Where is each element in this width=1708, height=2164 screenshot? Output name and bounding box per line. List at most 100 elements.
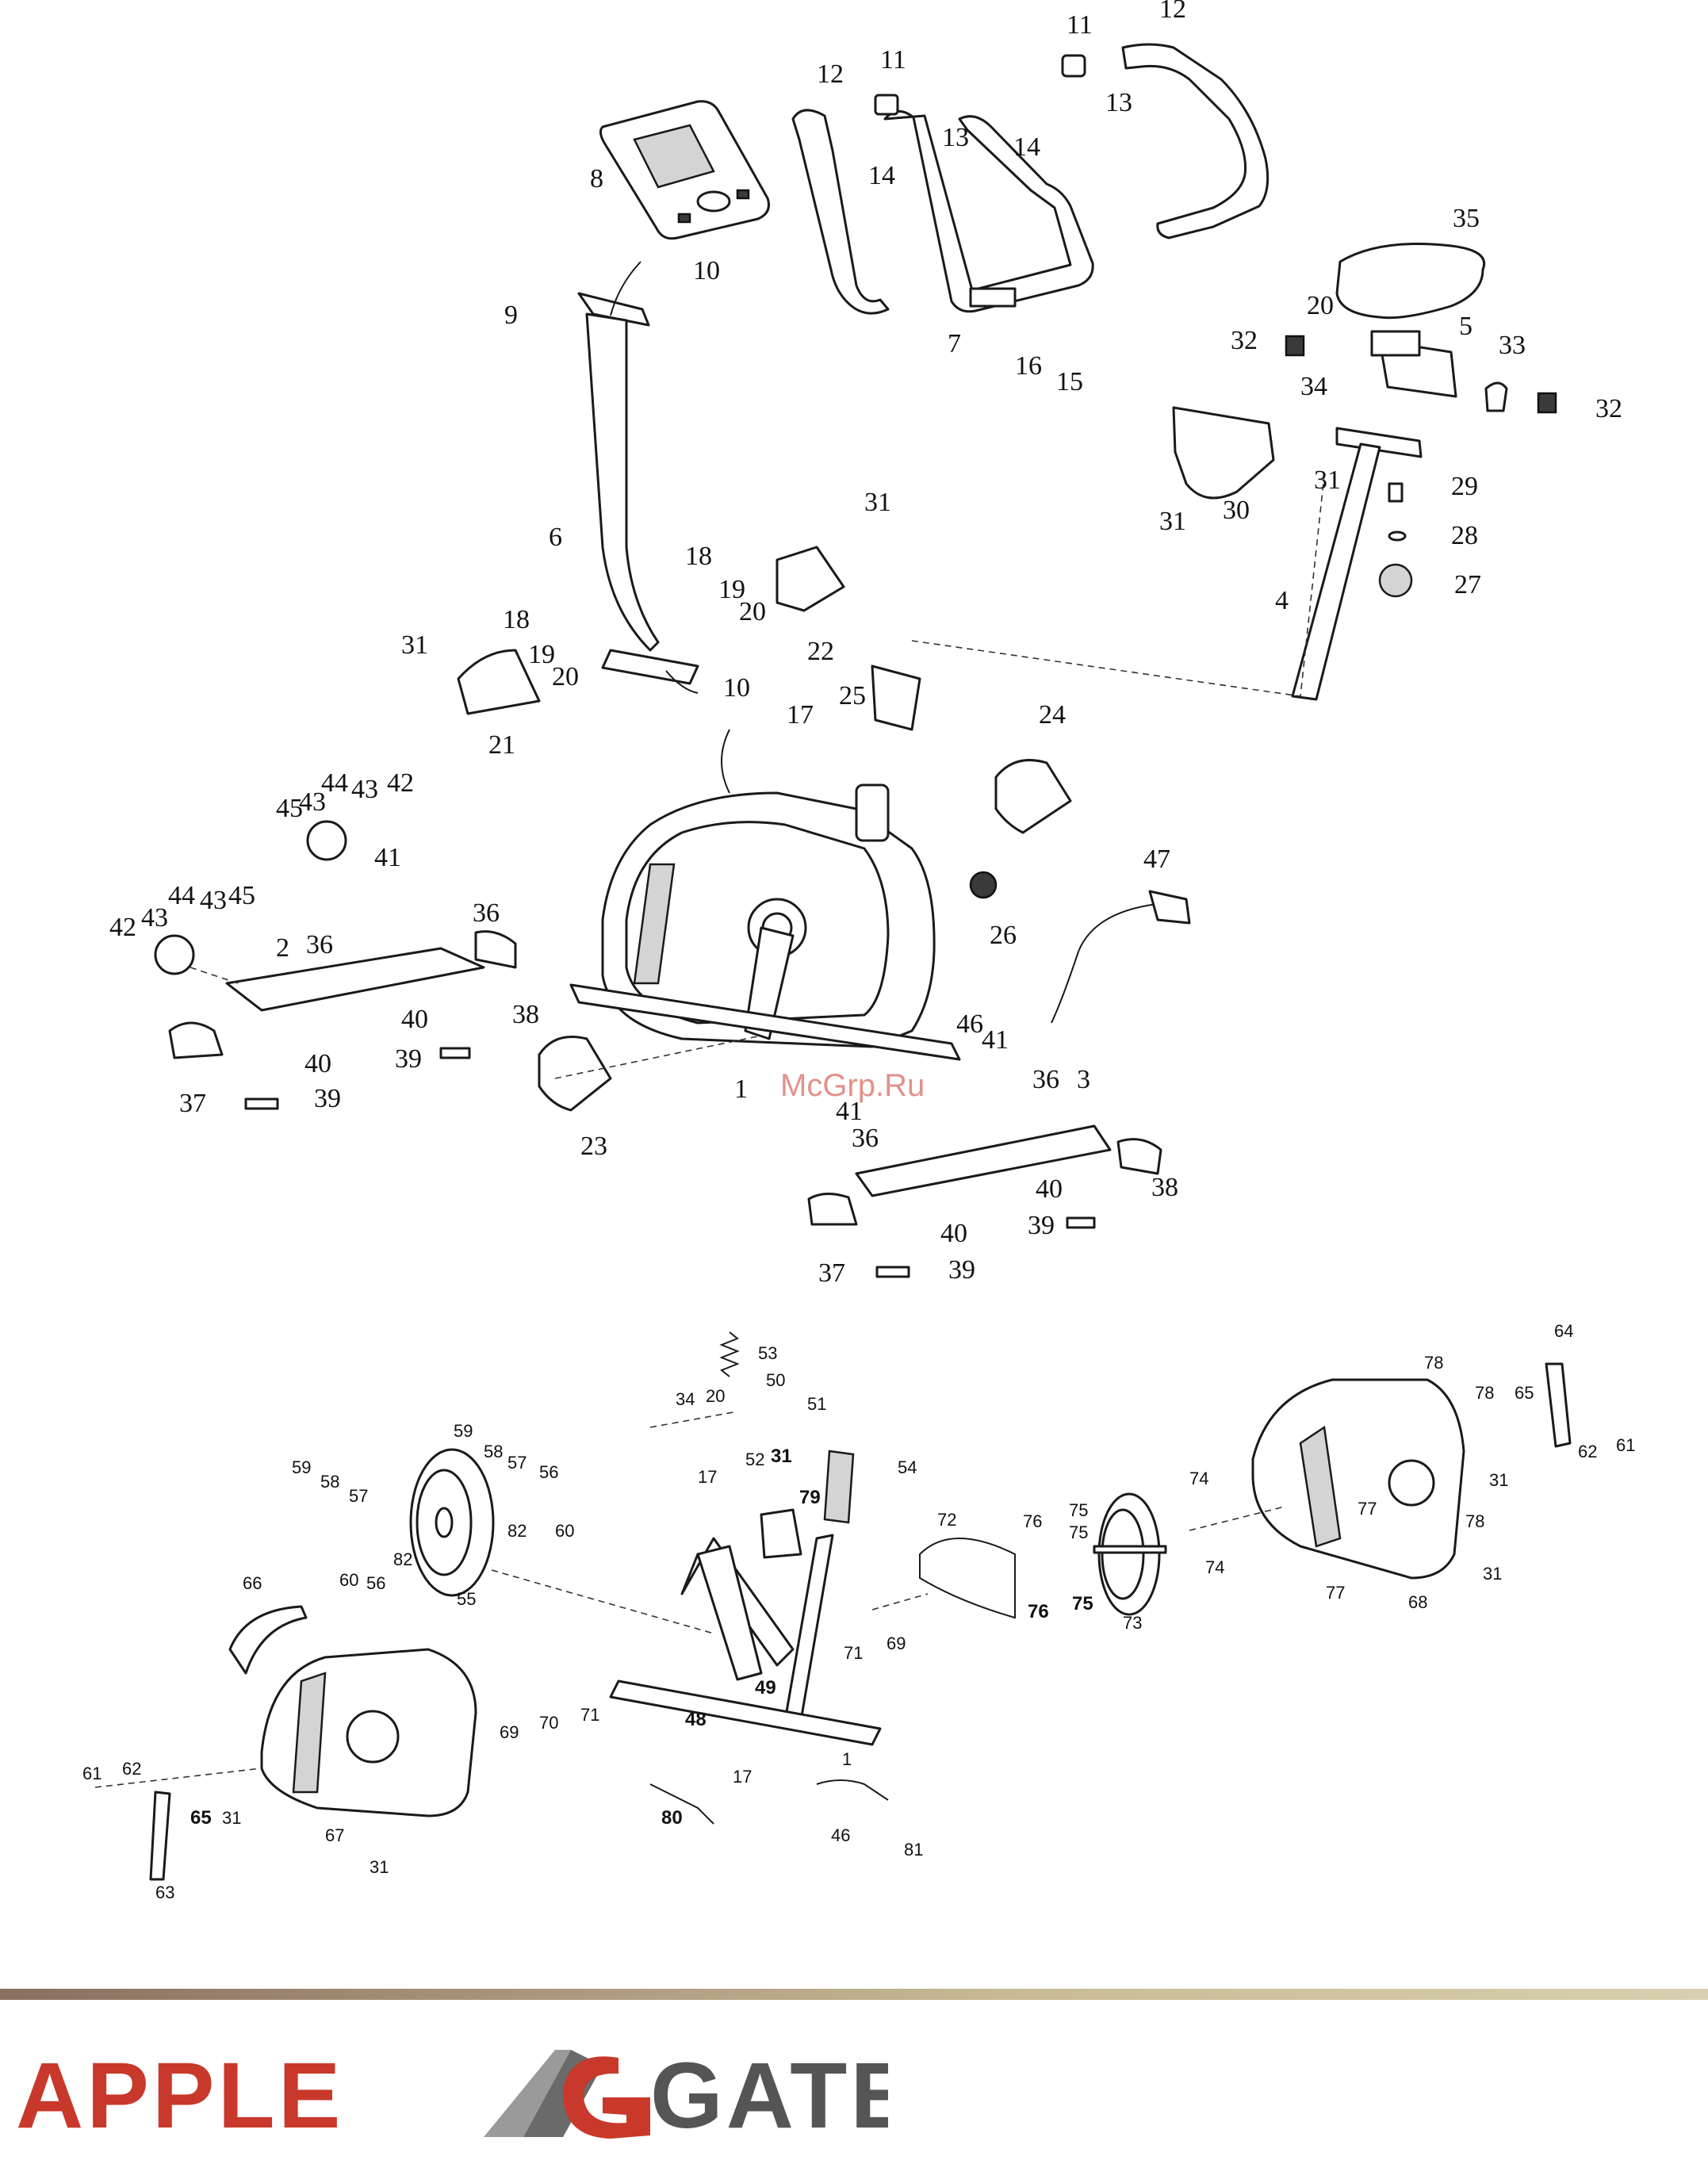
- part-label: 81: [904, 1840, 923, 1860]
- brand-logo: APPLE GATE: [16, 2034, 913, 2153]
- part-label: 82: [507, 1521, 527, 1541]
- part-label: 74: [1189, 1469, 1208, 1488]
- part-label: 55: [457, 1589, 476, 1609]
- part-label: 4: [1275, 586, 1289, 615]
- part-label: 46: [956, 1009, 983, 1039]
- power-adapter-part: [1051, 890, 1191, 1024]
- part-label: 21: [488, 730, 515, 760]
- part-label: 29: [1451, 472, 1478, 501]
- part-label: 62: [122, 1759, 141, 1779]
- part-label: 57: [349, 1486, 368, 1506]
- part-label: 35: [1453, 204, 1480, 233]
- part-label: 20: [552, 662, 579, 691]
- part-label: 66: [243, 1573, 262, 1593]
- part-label: 32: [1595, 394, 1622, 423]
- part-label: 23: [580, 1132, 607, 1161]
- part-label: 24: [1039, 700, 1066, 730]
- part-label: 31: [222, 1808, 241, 1828]
- part-label: 22: [807, 637, 834, 666]
- part-label: 11: [1067, 10, 1093, 40]
- part-label: 37: [818, 1258, 845, 1288]
- part-label: 20: [1307, 291, 1334, 320]
- part-label: 65: [190, 1807, 212, 1829]
- part-label: 19: [528, 640, 555, 669]
- part-label: 50: [766, 1370, 785, 1390]
- part-label: 41: [836, 1097, 863, 1126]
- part-label: 78: [1475, 1383, 1494, 1403]
- brand-right-text: GATE: [650, 2043, 888, 2148]
- part-label: 69: [887, 1634, 906, 1653]
- part-label: 73: [1123, 1613, 1142, 1633]
- part-label: 75: [1072, 1593, 1093, 1614]
- part-label: 80: [661, 1807, 683, 1829]
- part-label: 25: [839, 681, 866, 710]
- seat-part: [1335, 243, 1485, 320]
- part-label: 17: [787, 700, 814, 730]
- part-label: 39: [1028, 1211, 1055, 1240]
- cover-21-part: [457, 649, 541, 715]
- part-label: 32: [1231, 326, 1258, 355]
- part-label: 60: [555, 1521, 574, 1541]
- part-label: 43: [200, 886, 227, 915]
- part-label: 27: [1454, 570, 1481, 599]
- part-label: 19: [718, 575, 745, 604]
- stabilizer-left-part: [154, 820, 517, 1110]
- part-label: 3: [1077, 1065, 1090, 1094]
- part-label: 13: [1105, 88, 1132, 117]
- part-label: 39: [314, 1084, 341, 1113]
- part-label: 67: [325, 1825, 344, 1845]
- part-label: 61: [82, 1764, 101, 1783]
- part-label: 10: [723, 673, 750, 703]
- part-label: 36: [473, 898, 500, 928]
- console-part: [599, 100, 770, 240]
- part-label: 71: [580, 1705, 599, 1725]
- part-label: 43: [351, 775, 378, 804]
- part-label: 20: [706, 1386, 725, 1406]
- part-label: 18: [503, 605, 530, 634]
- part-label: 11: [880, 45, 906, 75]
- part-label: 38: [1151, 1173, 1178, 1202]
- brand-left-text: APPLE: [16, 2043, 343, 2148]
- part-label: 43: [141, 903, 168, 933]
- belt-part: [919, 1538, 1016, 1619]
- part-label: 52: [745, 1450, 764, 1469]
- part-label: 42: [109, 913, 136, 942]
- part-label: 60: [339, 1570, 358, 1590]
- crank-left-part: [149, 1791, 171, 1881]
- part-label: 79: [799, 1487, 821, 1508]
- main-frame-part: [569, 665, 961, 1061]
- part-label: 39: [395, 1044, 422, 1074]
- part-label: 26: [990, 921, 1017, 950]
- pulley-part: [1093, 1492, 1167, 1616]
- part-label: 74: [1205, 1557, 1224, 1577]
- part-label: 31: [1483, 1564, 1502, 1584]
- part-label: 31: [864, 488, 891, 517]
- part-label: 45: [276, 794, 303, 823]
- part-label: 56: [539, 1462, 558, 1482]
- brand-emblem: [484, 2050, 650, 2139]
- part-label: 10: [693, 256, 720, 285]
- part-label: 38: [512, 1000, 539, 1029]
- part-label: 5: [1459, 312, 1472, 341]
- part-label: 7: [948, 329, 961, 358]
- part-label: 6: [549, 523, 562, 552]
- part-label: 40: [1036, 1174, 1063, 1204]
- part-label: 48: [685, 1709, 707, 1730]
- seat-slider-part: [1285, 330, 1557, 414]
- inner-frame-part: [609, 1450, 882, 1746]
- part-label: 51: [807, 1394, 826, 1414]
- part-label: 34: [1300, 372, 1327, 401]
- part-label: 41: [982, 1025, 1009, 1055]
- part-label: 44: [168, 881, 195, 910]
- part-label: 15: [1056, 367, 1083, 396]
- part-label: 40: [304, 1049, 331, 1078]
- part-label: 70: [539, 1713, 558, 1733]
- crank-right-part: [1545, 1362, 1572, 1448]
- cover-66-part: [228, 1605, 308, 1675]
- part-label: 82: [393, 1549, 412, 1569]
- handlebar-front-part: [791, 94, 1094, 315]
- part-label: 14: [868, 161, 895, 190]
- part-label: 53: [758, 1343, 777, 1363]
- part-label: 36: [1032, 1065, 1059, 1094]
- part-label: 54: [898, 1457, 917, 1477]
